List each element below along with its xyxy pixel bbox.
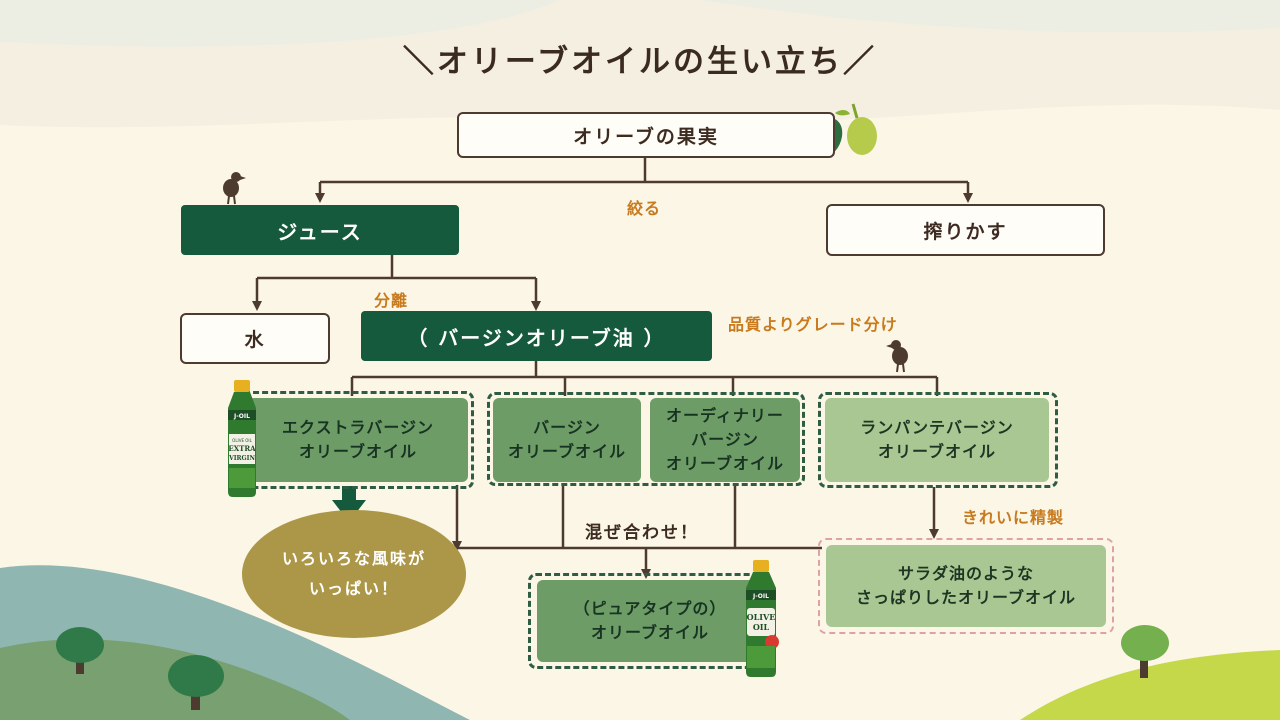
node-lampante-line-1: ランパンテバージン (860, 418, 1014, 437)
lampante-dashed-frame (818, 392, 1058, 488)
node-water: 水 (180, 313, 330, 364)
node-lampante-line-2: オリーブオイル (877, 442, 997, 461)
bottle-line-2: EXTRA (228, 444, 256, 453)
node-virgin-olive-oil-label: （ バージンオリーブ油 ） (407, 325, 666, 350)
node-water-label: 水 (244, 329, 266, 351)
node-ordinary-virgin-line-3: オリーブオイル (665, 454, 785, 473)
label-mix: 混ぜ合わせ！ (585, 523, 699, 543)
tree-icon (1121, 625, 1169, 678)
bottle-brand: J-OIL (752, 593, 769, 600)
node-salad-like-line-1: サラダ油のような (897, 564, 1034, 583)
virgin-group-dashed-frame (487, 392, 805, 486)
node-rich-flavor-line-2: いっぱい！ (308, 579, 399, 598)
pure-olive-oil-bottle: J-OIL OLIVE OIL (746, 560, 779, 677)
node-virgin-line-2: オリーブオイル (507, 442, 627, 461)
bottle-line-1: OLIVE (747, 612, 776, 622)
node-rich-flavor: いろいろな風味が いっぱい！ (242, 510, 466, 638)
node-juice-label: ジュース (277, 219, 363, 244)
node-salad-like: サラダ油のような さっぱりしたオリーブオイル (826, 545, 1106, 627)
node-extra-virgin: エクストラバージン オリーブオイル (248, 398, 468, 482)
label-grade: 品質よりグレード分け (728, 315, 898, 334)
node-rich-flavor-line-1: いろいろな風味が (281, 549, 426, 568)
bottle-line-2: OIL (753, 622, 770, 632)
tree-icon (168, 655, 224, 710)
node-virgin-line-1: バージン (533, 418, 601, 437)
bird-icon (886, 340, 908, 373)
node-ordinary-virgin-line-1: オーディナリー (666, 406, 784, 425)
node-pure-line-2: オリーブオイル (590, 623, 710, 642)
node-lampante: ランパンテバージン オリーブオイル (825, 398, 1049, 482)
node-juice: ジュース (181, 205, 459, 255)
label-squeeze: 絞る (627, 199, 662, 218)
node-extra-virgin-line-1: エクストラバージン (281, 418, 435, 437)
node-pure: （ピュアタイプの） オリーブオイル (537, 580, 763, 662)
node-extra-virgin-line-2: オリーブオイル (298, 442, 418, 461)
node-salad-like-line-2: さっぱりしたオリーブオイル (855, 588, 1077, 607)
extra-virgin-bottle: J-OIL OLIVE OIL EXTRA VIRGIN (228, 380, 256, 497)
salad-like-dashed-frame (818, 538, 1114, 634)
node-pomace: 搾りかす (826, 204, 1105, 256)
node-virgin: バージン オリーブオイル (493, 398, 641, 482)
node-ordinary-virgin-line-2: バージン (691, 430, 759, 449)
label-separate: 分離 (374, 291, 409, 310)
node-pure-line-1: （ピュアタイプの） (573, 599, 727, 618)
node-ordinary-virgin: オーディナリー バージン オリーブオイル (650, 398, 800, 482)
tree-icon (56, 627, 104, 674)
node-virgin-olive-oil: （ バージンオリーブ油 ） (361, 311, 712, 361)
label-refine: きれいに精製 (962, 508, 1065, 527)
node-pomace-label: 搾りかす (923, 220, 1008, 243)
bottle-line-3: VIRGIN (228, 455, 255, 462)
page-title: ＼オリーブオイルの生い立ち／ (402, 44, 878, 80)
bottle-brand: J-OIL (233, 413, 250, 420)
bird-icon (223, 172, 246, 205)
node-olive-fruit-label: オリーブの果実 (573, 125, 719, 148)
node-olive-fruit: オリーブの果実 (457, 112, 835, 158)
bottle-line-1: OLIVE OIL (232, 438, 252, 443)
